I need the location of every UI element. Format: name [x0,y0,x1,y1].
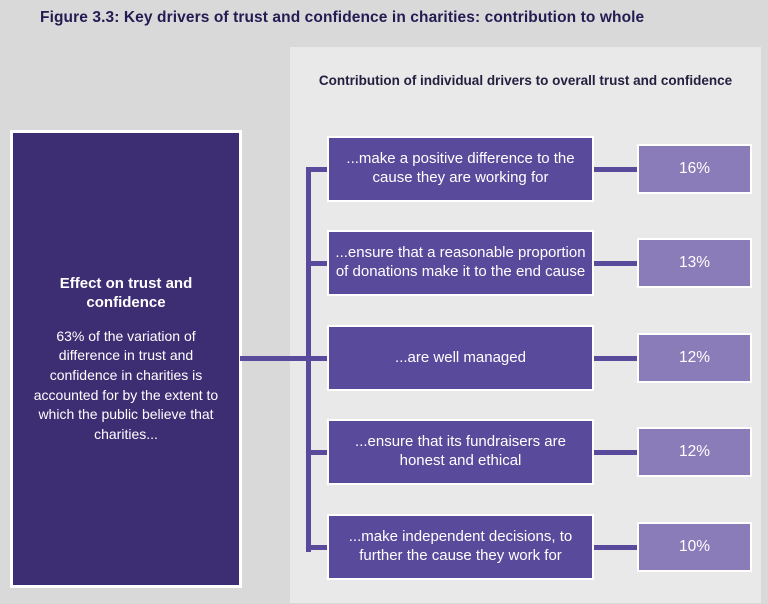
value-box: 10% [637,522,752,572]
effect-box: Effect on trust and confidence 63% of th… [10,130,242,588]
connector-branch [306,356,327,361]
value-box: 16% [637,144,752,194]
connector-value [594,356,637,361]
value-box: 12% [637,333,752,383]
driver-label: ...are well managed [395,348,526,366]
connector-branch [306,167,327,172]
panel-header: Contribution of individual drivers to ov… [318,73,733,88]
driver-row: ...ensure that a reasonable proportion o… [0,230,768,296]
driver-label: ...ensure that its fundraisers are hones… [355,433,566,469]
connector-main [240,356,311,361]
connector-value [594,167,637,172]
driver-box: ...make a positive difference to the cau… [327,136,594,202]
driver-row: ...ensure that its fundraisers are hones… [0,419,768,485]
connector-branch [306,545,327,550]
driver-row: ...are well managed 12% [0,325,768,391]
effect-heading: Effect on trust and confidence [59,274,193,312]
value-label: 10% [678,538,711,555]
connector-value [594,261,637,266]
driver-box: ...make independent decisions, to furthe… [327,514,594,580]
driver-label: ...ensure that a reasonable proportion o… [335,244,586,280]
driver-row: ...make a positive difference to the cau… [0,136,768,202]
connector-value [594,450,637,455]
driver-box: ...are well managed [327,325,594,391]
value-label: 13% [678,254,711,271]
figure-title: Figure 3.3: Key drivers of trust and con… [40,9,645,26]
driver-label: ...make a positive difference to the cau… [346,150,575,186]
value-box: 12% [637,427,752,477]
connector-branch [306,450,327,455]
connector-branch [306,261,327,266]
driver-label: ...make independent decisions, to furthe… [348,528,573,564]
driver-box: ...ensure that its fundraisers are hones… [327,419,594,485]
connector-value [594,545,637,550]
driver-row: ...make independent decisions, to furthe… [0,514,768,580]
driver-box: ...ensure that a reasonable proportion o… [327,230,594,296]
value-label: 16% [678,160,711,177]
value-box: 13% [637,238,752,288]
effect-body: 63% of the variation of difference in tr… [33,327,219,442]
value-label: 12% [678,349,711,366]
value-label: 12% [678,443,711,460]
